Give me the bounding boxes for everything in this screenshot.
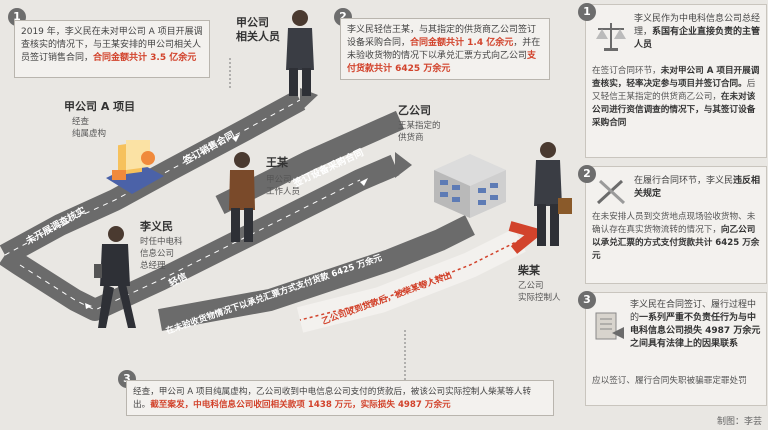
jia-staff-name-1: 甲公司 bbox=[236, 16, 269, 29]
panel-item-1: 1 李义民作为中电科信息公司总经理，系国有企业直接负责的主管人员 在签订合同环节… bbox=[578, 3, 767, 158]
panel-1-body: 在签订合同环节，未对甲公司 A 项目开展调查核实，轻率决定参与项目并签订合同。后… bbox=[592, 65, 760, 130]
step-3-loss: 截至案发，中电科信息公司收回相关款项 1438 万元，实际损失 4987 万余元 bbox=[150, 400, 451, 410]
jia-staff-name-2: 相关人员 bbox=[236, 30, 280, 43]
li-desc: 时任中电科 信息公司 总经理 bbox=[140, 236, 183, 272]
panel-2-body: 在未安排人员到交货地点现场验收货物、未确认存在真实货物流转的情况下，向乙公司以承… bbox=[592, 211, 760, 263]
chai-figure bbox=[528, 140, 572, 250]
panel-3-body: 应以签订、履行合同失职被骗罪定罪处罚 bbox=[592, 375, 760, 388]
yi-desc-2: 供货商 bbox=[398, 133, 424, 143]
panel-2-head-a: 在履行合同环节，李义民 bbox=[634, 176, 734, 186]
panel-2-body-b: 向乙公司以承兑汇票的方式支付货款共计 6425 万余元 bbox=[592, 225, 760, 261]
yi-desc-1: 王某指定的 bbox=[398, 121, 441, 131]
step-3-text-a: 经查，甲公司 A 项目纯属虚构，乙公司收到中电信息公司支付的货款后，被该公司实际… bbox=[133, 387, 532, 410]
panel-3-number: 3 bbox=[578, 291, 596, 309]
project-desc-2: 纯属虚构 bbox=[72, 129, 107, 139]
chai-desc: 乙公司 实际控制人 bbox=[518, 280, 561, 304]
panel-1-head-b: 系国有企业直接负责的主管人员 bbox=[634, 27, 761, 50]
panel-item-3: 3 李义民在合同签订、履行过程中的一系列严重不负责任行为与中电科信息公司损失 4… bbox=[578, 291, 767, 406]
project-name: 甲公司 A 项目 bbox=[64, 100, 136, 113]
panel-3-head: 李义民在合同签订、履行过程中的一系列严重不负责任行为与中电科信息公司损失 498… bbox=[630, 299, 762, 351]
chai-name: 柴某 bbox=[518, 264, 540, 277]
li-desc-3: 总经理 bbox=[140, 261, 166, 271]
panel-3-body-a: 应以签订、履行合同失职被骗罪定罪处罚 bbox=[592, 376, 747, 386]
panel-2-head: 在履行合同环节，李义民违反相关规定 bbox=[634, 175, 762, 201]
panel-2-head-b: 违反相关规定 bbox=[634, 176, 761, 199]
step-2-text-c: ，并在未验收货物的情况下以承兑汇票方式向乙公司 bbox=[347, 38, 541, 61]
credit: 制图：李芸 bbox=[716, 417, 762, 427]
panel-1-head-a: 李义民作为中电科信息公司总经理， bbox=[634, 14, 761, 37]
project-desc-1: 经查 bbox=[72, 117, 90, 127]
jia-staff-figure bbox=[280, 8, 320, 98]
panel-2-body-a: 在未安排人员到交货地点现场验收货物、未确认存在真实货物流转的情况下， bbox=[592, 212, 756, 235]
panel-3-head-a: 李义民在合同签订、履行过程中的 bbox=[630, 300, 757, 323]
li-desc-2: 信息公司 bbox=[140, 249, 175, 259]
yi-name: 乙公司 bbox=[398, 104, 431, 117]
step-2-amount: 合同金额共计 1.4 亿余元 bbox=[410, 38, 514, 48]
panel-1-body-b: 未对甲公司 A 项目开展调查核实，轻率决定参与项目并签订合同。 bbox=[592, 66, 760, 89]
step-2-payment: 支付货款共计 6425 万余元 bbox=[347, 51, 537, 74]
panel-1-body-a: 在签订合同环节， bbox=[592, 66, 661, 76]
panel-1-body-d: 在未对该公司进行资信调查的情况下，与其签订设备采购合同 bbox=[592, 92, 756, 128]
chai-desc-1: 乙公司 bbox=[518, 281, 544, 291]
step-2-text-a: 李义民轻信王某，与其指定的供货商乙公司签订设备采购合同， bbox=[347, 25, 537, 48]
jia-staff-name: 甲公司 相关人员 bbox=[236, 16, 286, 44]
step-1-text: 2019 年，李义民在未对甲公司 A 项目开展调查核实的情况下，与王某安排的甲公… bbox=[14, 20, 210, 78]
building-icon bbox=[430, 150, 510, 220]
step-1-amount: 合同金额共计 3.5 亿余元 bbox=[93, 53, 197, 63]
wang-figure bbox=[222, 150, 262, 245]
chai-desc-2: 实际控制人 bbox=[518, 293, 561, 303]
tools-icon bbox=[594, 177, 628, 207]
panel-item-2: 2 在履行合同环节，李义民违反相关规定 在未安排人员到交货地点现场验收货物、未确… bbox=[578, 165, 767, 284]
yi-desc: 王某指定的 供货商 bbox=[398, 120, 441, 144]
panel-1-head: 李义民作为中电科信息公司总经理，系国有企业直接负责的主管人员 bbox=[634, 13, 762, 52]
project-documents-icon bbox=[98, 136, 168, 200]
li-figure bbox=[90, 224, 138, 332]
wang-name: 王某 bbox=[266, 156, 288, 169]
gavel-icon bbox=[592, 309, 626, 343]
scale-icon bbox=[594, 19, 628, 53]
li-desc-1: 时任中电科 bbox=[140, 237, 183, 247]
li-name: 李义民 bbox=[140, 220, 173, 233]
panel-1-number: 1 bbox=[578, 3, 596, 21]
panel-3-head-b: 一系列严重不负责任行为与中电科信息公司损失 4987 万余元之间具有法律上的因果… bbox=[630, 313, 761, 349]
step-1-text-a: 2019 年，李义民在未对甲公司 A 项目开展调查核实的情况下，与王某安排的甲公… bbox=[21, 27, 203, 63]
panel-1-body-c: 后又轻信王某指定的供货商乙公司， bbox=[592, 79, 756, 102]
step-3-text: 经查，甲公司 A 项目纯属虚构，乙公司收到中电信息公司支付的货款后，被该公司实际… bbox=[126, 380, 554, 416]
step-2-text: 李义民轻信王某，与其指定的供货商乙公司签订设备采购合同，合同金额共计 1.4 亿… bbox=[340, 18, 550, 80]
project-desc: 经查 纯属虚构 bbox=[72, 116, 106, 140]
wang-desc-2: 工作人员 bbox=[266, 187, 301, 197]
wang-desc: 甲公司 工作人员 bbox=[266, 174, 300, 198]
panel-2-number: 2 bbox=[578, 165, 596, 183]
wang-desc-1: 甲公司 bbox=[266, 175, 292, 185]
